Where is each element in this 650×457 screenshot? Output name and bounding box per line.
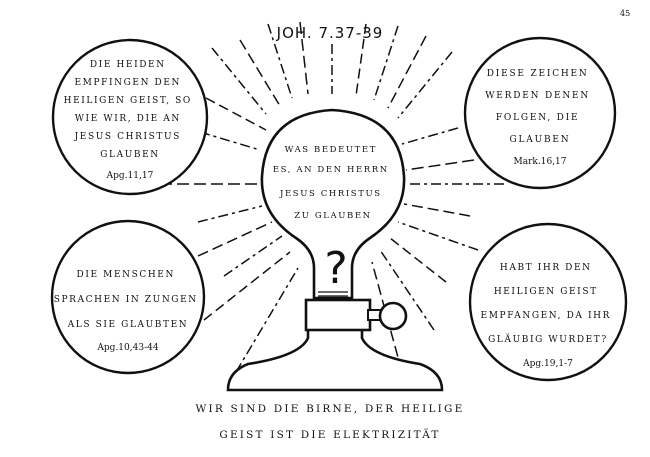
caption-line-1: WIR SIND DIE BIRNE, DER HEILIGE (195, 403, 464, 415)
circle-tr-line-4: GLAUBEN (510, 135, 571, 145)
circle-tl-line-4: WIE WIR, DIE AN (75, 114, 181, 124)
circle-bottom-left: DIE MENSCHEN SPRACHEN IN ZUNGEN ALS SIE … (50, 219, 206, 375)
circle-bl-line-1: DIE MENSCHEN (77, 270, 175, 280)
circle-top-left: DIE HEIDEN EMPFINGEN DEN HEILIGEN GEIST,… (51, 38, 209, 196)
bulb-glass (260, 108, 406, 300)
circle-br-line-4: GLÄUBIG WURDET? (488, 333, 608, 345)
bulb-line-3: JESUS CHRISTUS (279, 189, 382, 199)
circle-tl-ref: Apg.11,17 (106, 171, 154, 181)
svg-text:DIE MENSCHEN SPRACHEN IN: DIE MENSCHEN SPRACHEN IN ZUNGEN ALS SIE … (54, 270, 202, 330)
light-bulb: WAS BEDEUTET ES, AN DEN HERRN JESUS CHRI… (226, 108, 444, 392)
circle-top-right: DIESE ZEICHEN WERDEN DENEN FOLGEN, DIE G… (463, 36, 617, 190)
light-rays (160, 21, 504, 373)
socket-knob (378, 301, 408, 331)
svg-text:WAS BEDEUTET ES, AN DEN: WAS BEDEUTET ES, AN DEN HERRN JESUS CHRI… (273, 145, 393, 221)
circle-bl-line-3: ALS SIE GLAUBTEN (67, 320, 189, 330)
circle-br-line-1: HABT IHR DEN (500, 263, 592, 273)
bulb-line-4: ZU GLAUBEN (294, 211, 371, 221)
circle-br-line-3: EMPFANGEN, DA IHR (481, 311, 611, 321)
circle-bottom-right: HABT IHR DEN HEILIGEN GEIST EMPFANGEN, D… (468, 222, 628, 382)
bulb-socket (304, 298, 372, 332)
svg-text:DIE HEIDEN EMPFINGEN DEN: DIE HEIDEN EMPFINGEN DEN HEILIGEN GEIST,… (64, 60, 197, 160)
circle-br-line-2: HEILIGEN GEIST (494, 287, 598, 297)
svg-text:HABT IHR DEN HEILIGEN GE: HABT IHR DEN HEILIGEN GEIST EMPFANGEN, D… (481, 263, 616, 345)
bulb-line-2: ES, AN DEN HERRN (273, 165, 389, 175)
scripture-header: JOH. 7.37-39 (276, 24, 384, 42)
circle-tr-line-2: WERDEN DENEN (485, 91, 590, 101)
circle-tl-line-1: DIE HEIDEN (90, 60, 166, 70)
caption-line-2: GEIST IST DIE ELEKTRIZITÄT (219, 427, 440, 441)
circle-tl-line-3: HEILIGEN GEIST, SO (64, 96, 192, 106)
circle-tr-line-1: DIESE ZEICHEN (487, 69, 589, 79)
circle-tl-line-6: GLAUBEN (100, 150, 160, 160)
page-number: 45 (620, 9, 630, 18)
circle-bl-ref: Apg.10,43-44 (96, 343, 158, 353)
bulb-stand (226, 326, 444, 392)
circle-bl-line-2: SPRACHEN IN ZUNGEN (54, 295, 198, 305)
svg-text:DIESE ZEICHEN WERDEN DEN: DIESE ZEICHEN WERDEN DENEN FOLGEN, DIE G… (485, 69, 595, 145)
circle-tr-ref: Mark.16,17 (514, 157, 567, 167)
circle-br-ref: Apg.19,1-7 (522, 359, 573, 369)
circle-tl-line-5: JESUS CHRISTUS (74, 132, 181, 142)
circle-tr-line-3: FOLGEN, DIE (496, 113, 580, 123)
bulb-line-1: WAS BEDEUTET (285, 145, 377, 155)
circle-tl-line-2: EMPFINGEN DEN (75, 78, 181, 88)
question-mark: ? (324, 243, 347, 294)
